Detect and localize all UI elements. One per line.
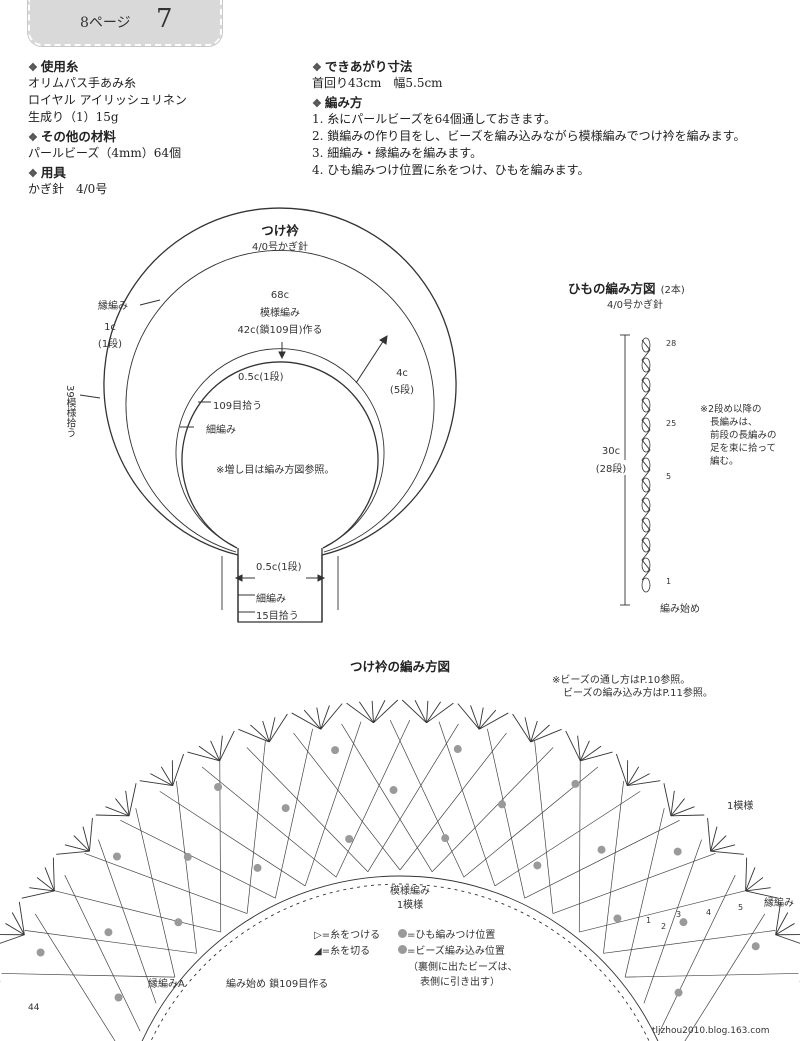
string-row-1: 1	[666, 577, 672, 586]
page-number: 44	[28, 1003, 40, 1013]
string-note-line: 長編みは、	[710, 417, 758, 428]
string-note-line: 前段の長編みの	[710, 430, 777, 441]
finished-size-heading: できあがり寸法	[312, 56, 782, 75]
chart-row-4: 4	[706, 908, 712, 917]
method-step: 3. 細編み・縁編みを編みます。	[312, 146, 483, 160]
collar-pick-109: 109目拾う	[213, 401, 263, 412]
chart-start: 編み始め 鎖109目作る	[226, 979, 329, 990]
cut-yarn-icon: ◢	[314, 946, 322, 957]
collar-depth-rows: (5段)	[389, 385, 415, 396]
collar-neck-edge	[181, 361, 379, 549]
chart-edge-label: 縁編み	[764, 898, 794, 909]
legend-bead-pos: =ビーズ編み込み位置	[398, 942, 505, 957]
collar-edge-row: (1段)	[97, 339, 123, 350]
finished-size-text: 首回り43cm 幅5.5cm	[312, 76, 443, 90]
collar-chain-42: 42c(鎖109目)作る	[237, 325, 323, 336]
method-step: 1. 糸にパールビーズを64個通しておきます。	[312, 112, 557, 126]
chart-pattern-label: 模様編み	[390, 886, 430, 897]
page-reference: 8ページ	[80, 15, 131, 31]
other-materials-heading: その他の材料	[28, 126, 298, 145]
collar-inner-edge-line	[125, 250, 435, 553]
collar-sc-label: 細編み	[206, 425, 236, 436]
chart-one-pattern: 1模様	[396, 900, 424, 911]
instructions-section: できあがり寸法 首回り43cm 幅5.5cm 編み方 1. 糸にパールビーズを6…	[312, 56, 782, 179]
string-row-25: 25	[666, 419, 677, 428]
chart-one-pattern-right: 1模様	[727, 801, 754, 812]
chart-edge-a: 縁編みA	[148, 979, 185, 990]
chart-row-5: 5	[738, 903, 744, 912]
legend-attach: ▷=糸をつける	[314, 930, 381, 941]
collar-neck-05: 0.5c(1段)	[238, 372, 284, 383]
string-title-row: ひもの編み方図 (2本)	[568, 278, 685, 297]
chart-row-3: 3	[676, 910, 682, 919]
yarn-line: 生成り（1）15g	[28, 110, 119, 124]
string-row-5: 5	[666, 472, 672, 481]
string-rows: (28段)	[595, 460, 627, 475]
collar-side-39: 39模様拾う	[64, 385, 75, 438]
string-count: (2本)	[660, 285, 685, 296]
collar-title: つけ衿	[261, 223, 299, 238]
other-materials-line: パールビーズ（4mm）64個	[28, 146, 182, 160]
chart-note-beads-2: ビーズの編み込み方はP.11参照。	[563, 688, 713, 699]
yarn-heading: 使用糸	[28, 56, 298, 75]
chart-row-2: 2	[661, 922, 667, 931]
collar-edge-label: 縁編み	[98, 301, 128, 312]
collar-hook: 4/0号かぎ針	[251, 242, 309, 253]
page-header-tab: 8ページ 7	[27, 0, 223, 47]
method-heading: 編み方	[312, 92, 782, 111]
method-step: 4. ひも編みつけ位置に糸をつけ、ひもを編みます。	[312, 163, 590, 177]
string-start: 編み始め	[660, 604, 700, 615]
collar-end-sc: 細編み	[256, 594, 286, 605]
chart-title: つけ衿の編み方図	[349, 659, 451, 674]
pattern-number: 7	[156, 4, 173, 34]
bead-dot-icon	[398, 945, 407, 954]
legend-bead-note-2: 表側に引き出す）	[420, 977, 500, 988]
method-step: 2. 鎖編みの作り目をし、ビーズを編み込みながら模様編みでつけ衿を編みます。	[312, 129, 746, 143]
yarn-line: オリムパス手あみ糸	[28, 76, 137, 90]
string-hook: 4/0号かぎ針	[606, 300, 664, 311]
string-note-line: 編む。	[710, 456, 739, 467]
chart-note-beads-1: ※ビーズの通し方はP.10参照。	[552, 675, 691, 686]
chart-row-1: 1	[646, 916, 652, 925]
tools-heading: 用具	[28, 162, 298, 181]
collar-edge-1c: 1c	[104, 322, 116, 333]
string-note: ※2段め以降の 長編みは、 前段の長編みの 足を束に拾って 編む。	[700, 403, 777, 468]
collar-neck-edge-2	[175, 348, 385, 547]
string-row-28: 28	[666, 339, 677, 348]
string-title: ひもの編み方図	[568, 281, 656, 296]
collar-note: ※増し目は編み方図参照。	[216, 465, 335, 476]
string-note-line: ※2段め以降の	[700, 404, 762, 415]
yarn-line: ロイヤル アイリッシュリネン	[28, 93, 187, 107]
collar-width-68: 68c	[270, 290, 290, 301]
legend-bead-note-1: （裏側に出たビーズは、	[408, 962, 518, 973]
collar-outer-outline	[103, 207, 457, 623]
collar-pattern-label: 模様編み	[260, 308, 300, 319]
tools-line: かぎ針 4/0号	[28, 182, 108, 196]
attach-yarn-icon: ▷	[314, 930, 322, 941]
string-note-line: 足を束に拾って	[710, 443, 777, 454]
legend-cut: ◢=糸を切る	[314, 946, 371, 957]
materials-section: 使用糸 オリムパス手あみ糸 ロイヤル アイリッシュリネン 生成り（1）15g そ…	[28, 56, 298, 198]
string-length: 30c	[601, 446, 621, 457]
collar-depth-4c: 4c	[396, 368, 408, 379]
string-position-dot-icon	[398, 929, 407, 938]
source-watermark: tljzhou2010.blog.163.com	[652, 1026, 770, 1036]
collar-end-05: 0.5c(1段)	[256, 562, 302, 573]
collar-pick-15: 15目拾う	[256, 611, 299, 622]
legend-string-pos: =ひも編みつけ位置	[398, 926, 495, 941]
